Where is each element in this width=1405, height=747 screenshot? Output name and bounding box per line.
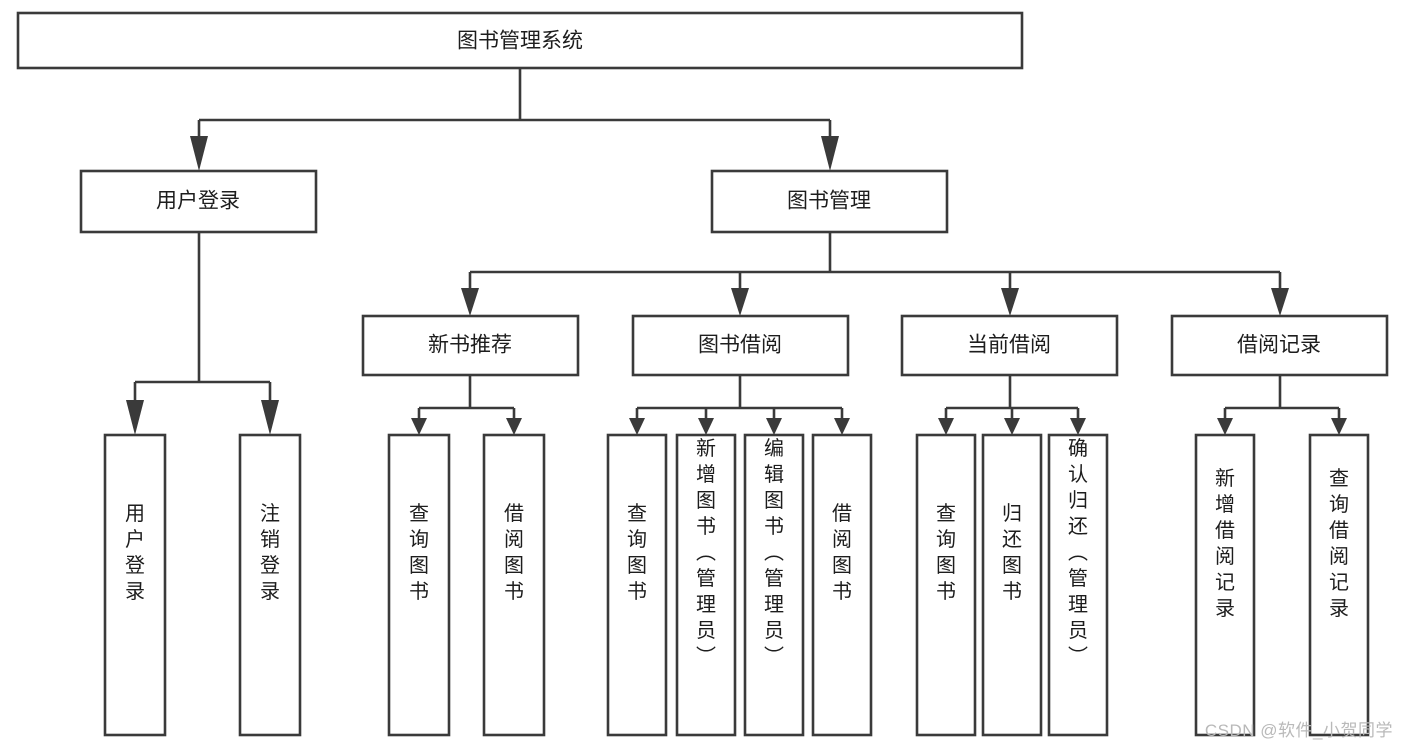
node-label: 查询图书 <box>936 502 956 603</box>
node-label: 图书管理系统 <box>457 30 583 53</box>
arrow-head-icon <box>731 288 749 316</box>
node-root-system[interactable]: 图书管理系统 <box>16 11 1024 70</box>
node-box <box>1170 314 1389 377</box>
arrow-head-icon <box>629 418 645 435</box>
node-label: 查询图书 <box>627 502 647 603</box>
node-borrow-record[interactable]: 借阅记录 <box>1170 314 1389 377</box>
node-label: 查询借阅记录 <box>1329 467 1349 620</box>
arrow-head-icon <box>261 400 279 435</box>
node-label: 图书借阅 <box>698 334 782 357</box>
arrow-head-icon <box>766 418 782 435</box>
node-box <box>675 433 737 737</box>
arrow-head-icon <box>821 136 839 171</box>
leaf-new-book-borrow[interactable]: 借阅图书 <box>482 433 546 737</box>
connector-user-login-to-leaves <box>126 232 279 435</box>
arrow-head-icon <box>411 418 427 435</box>
arrow-head-icon <box>1070 418 1086 435</box>
leaf-current-confirm-return-admin[interactable]: 确认归还︵管理员︶ <box>1047 433 1109 737</box>
arrow-head-icon <box>126 400 144 435</box>
node-label: 新增借阅记录 <box>1215 467 1235 620</box>
node-label: 归还图书 <box>1002 502 1022 603</box>
node-box <box>811 433 873 737</box>
connector-book-mgmt-to-level3 <box>461 232 1289 316</box>
node-label: 新增图书︵管理员︶ <box>696 437 716 668</box>
leaf-record-query[interactable]: 查询借阅记录 <box>1308 433 1370 737</box>
arrow-head-icon <box>1004 418 1020 435</box>
node-box <box>631 314 850 377</box>
node-label: 用户登录 <box>125 503 145 603</box>
connector-borrow-to-leaves <box>629 375 850 435</box>
node-box <box>743 433 805 737</box>
node-label: 注销登录 <box>260 502 280 603</box>
node-label: 借阅图书 <box>832 502 852 603</box>
node-label: 借阅图书 <box>504 502 524 603</box>
node-box <box>1047 433 1109 737</box>
leaf-borrow-query[interactable]: 查询图书 <box>606 433 668 737</box>
leaf-current-query[interactable]: 查询图书 <box>915 433 977 737</box>
arrow-head-icon <box>190 136 208 171</box>
connector-root-to-level2 <box>190 68 839 171</box>
node-box <box>387 433 451 737</box>
node-box <box>16 11 1024 70</box>
node-box <box>981 433 1043 737</box>
leaf-user-login-signout[interactable]: 注销登录 <box>238 433 302 737</box>
node-box <box>1194 433 1256 737</box>
node-label: 用户登录 <box>156 190 240 213</box>
node-label: 新书推荐 <box>428 334 512 357</box>
node-label: 编辑图书︵管理员︶ <box>764 437 784 668</box>
node-current-borrow[interactable]: 当前借阅 <box>900 314 1119 377</box>
node-label: 借阅记录 <box>1237 334 1321 357</box>
node-book-borrow[interactable]: 图书借阅 <box>631 314 850 377</box>
node-box <box>79 169 318 234</box>
leaf-user-login-signin[interactable]: 用户登录 <box>103 433 167 737</box>
node-label: 当前借阅 <box>967 334 1051 357</box>
leaf-record-add[interactable]: 新增借阅记录 <box>1194 433 1256 737</box>
node-box <box>103 433 167 737</box>
node-box <box>915 433 977 737</box>
node-box <box>606 433 668 737</box>
node-box <box>361 314 580 377</box>
node-box <box>900 314 1119 377</box>
node-box <box>1308 433 1370 737</box>
arrow-head-icon <box>506 418 522 435</box>
arrow-head-icon <box>1217 418 1233 435</box>
arrow-head-icon <box>1271 288 1289 316</box>
connector-current-to-leaves <box>938 375 1086 435</box>
connector-new-book-to-leaves <box>411 375 522 435</box>
node-label: 确认归还︵管理员︶ <box>1068 437 1088 668</box>
leaf-new-book-query[interactable]: 查询图书 <box>387 433 451 737</box>
connector-record-to-leaves <box>1217 375 1347 435</box>
leaf-borrow-add-book-admin[interactable]: 新增图书︵管理员︶ <box>675 433 737 737</box>
arrow-head-icon <box>1331 418 1347 435</box>
node-box <box>710 169 949 234</box>
node-new-book-recommend[interactable]: 新书推荐 <box>361 314 580 377</box>
arrow-head-icon <box>461 288 479 316</box>
arrow-head-icon <box>1001 288 1019 316</box>
node-label: 图书管理 <box>787 190 871 213</box>
arrow-head-icon <box>834 418 850 435</box>
node-user-login[interactable]: 用户登录 <box>79 169 318 234</box>
node-book-management[interactable]: 图书管理 <box>710 169 949 234</box>
leaf-current-return-book[interactable]: 归还图书 <box>981 433 1043 737</box>
arrow-head-icon <box>698 418 714 435</box>
arrow-head-icon <box>938 418 954 435</box>
leaf-borrow-borrow-book[interactable]: 借阅图书 <box>811 433 873 737</box>
node-box <box>482 433 546 737</box>
node-label: 查询图书 <box>409 502 429 603</box>
leaf-borrow-edit-book-admin[interactable]: 编辑图书︵管理员︶ <box>743 433 805 737</box>
node-box <box>238 433 302 737</box>
